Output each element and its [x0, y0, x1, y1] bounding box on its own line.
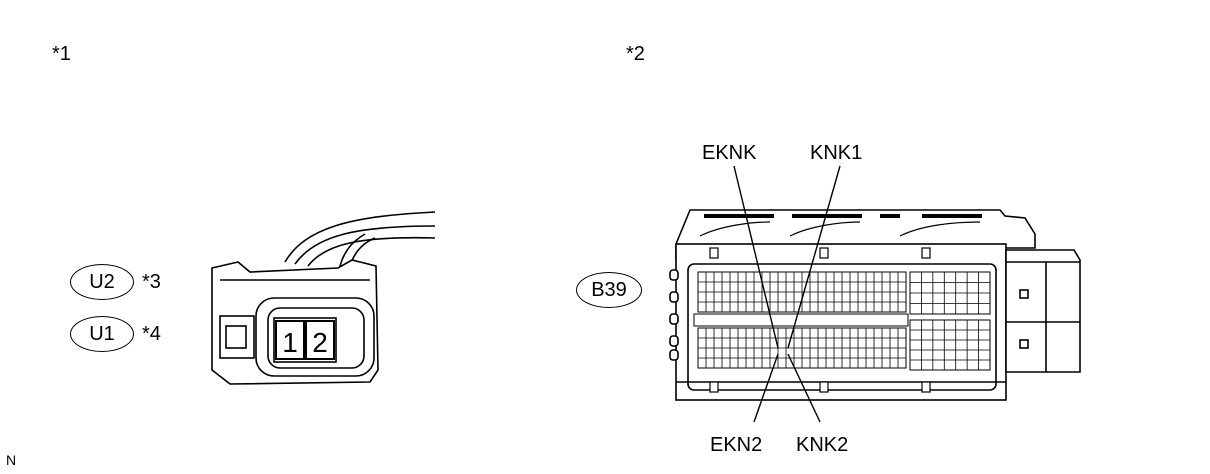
- callout-4: *4: [142, 323, 161, 345]
- figure-mark: N: [6, 452, 17, 468]
- knock-sensor-connector-drawing: 1 2: [211, 211, 436, 385]
- callout-3: *3: [142, 271, 161, 293]
- pin-cell-1: [275, 320, 305, 360]
- connector-code-u1: U1: [70, 316, 134, 352]
- connector-code-u1-label: U1: [89, 322, 115, 345]
- connector-code-b39-label: B39: [591, 278, 627, 301]
- terminal-label-eknk: EKNK: [702, 142, 757, 164]
- callout-1: *1: [52, 43, 71, 65]
- terminal-label-knk1: KNK1: [810, 142, 863, 164]
- connector-code-u2: U2: [70, 264, 134, 300]
- terminal-label-knk2: KNK2: [796, 434, 849, 456]
- leader-knk2: [787, 353, 821, 423]
- connector-code-b39: B39: [576, 272, 642, 308]
- pin-2-label: 2: [312, 327, 328, 358]
- terminal-leader-lines: [733, 165, 841, 423]
- leader-ekn: [733, 165, 779, 349]
- connector-code-u2-label: U2: [89, 270, 115, 293]
- terminal-label-ekn2: EKN2: [710, 434, 763, 456]
- pin-cell-2: [305, 320, 335, 360]
- leader-ekn2: [753, 353, 779, 423]
- ecm-connector-drawing: [669, 209, 1081, 401]
- pin-1-label: 1: [282, 327, 298, 358]
- callout-2: *2: [626, 43, 645, 65]
- leader-knk1: [787, 165, 841, 349]
